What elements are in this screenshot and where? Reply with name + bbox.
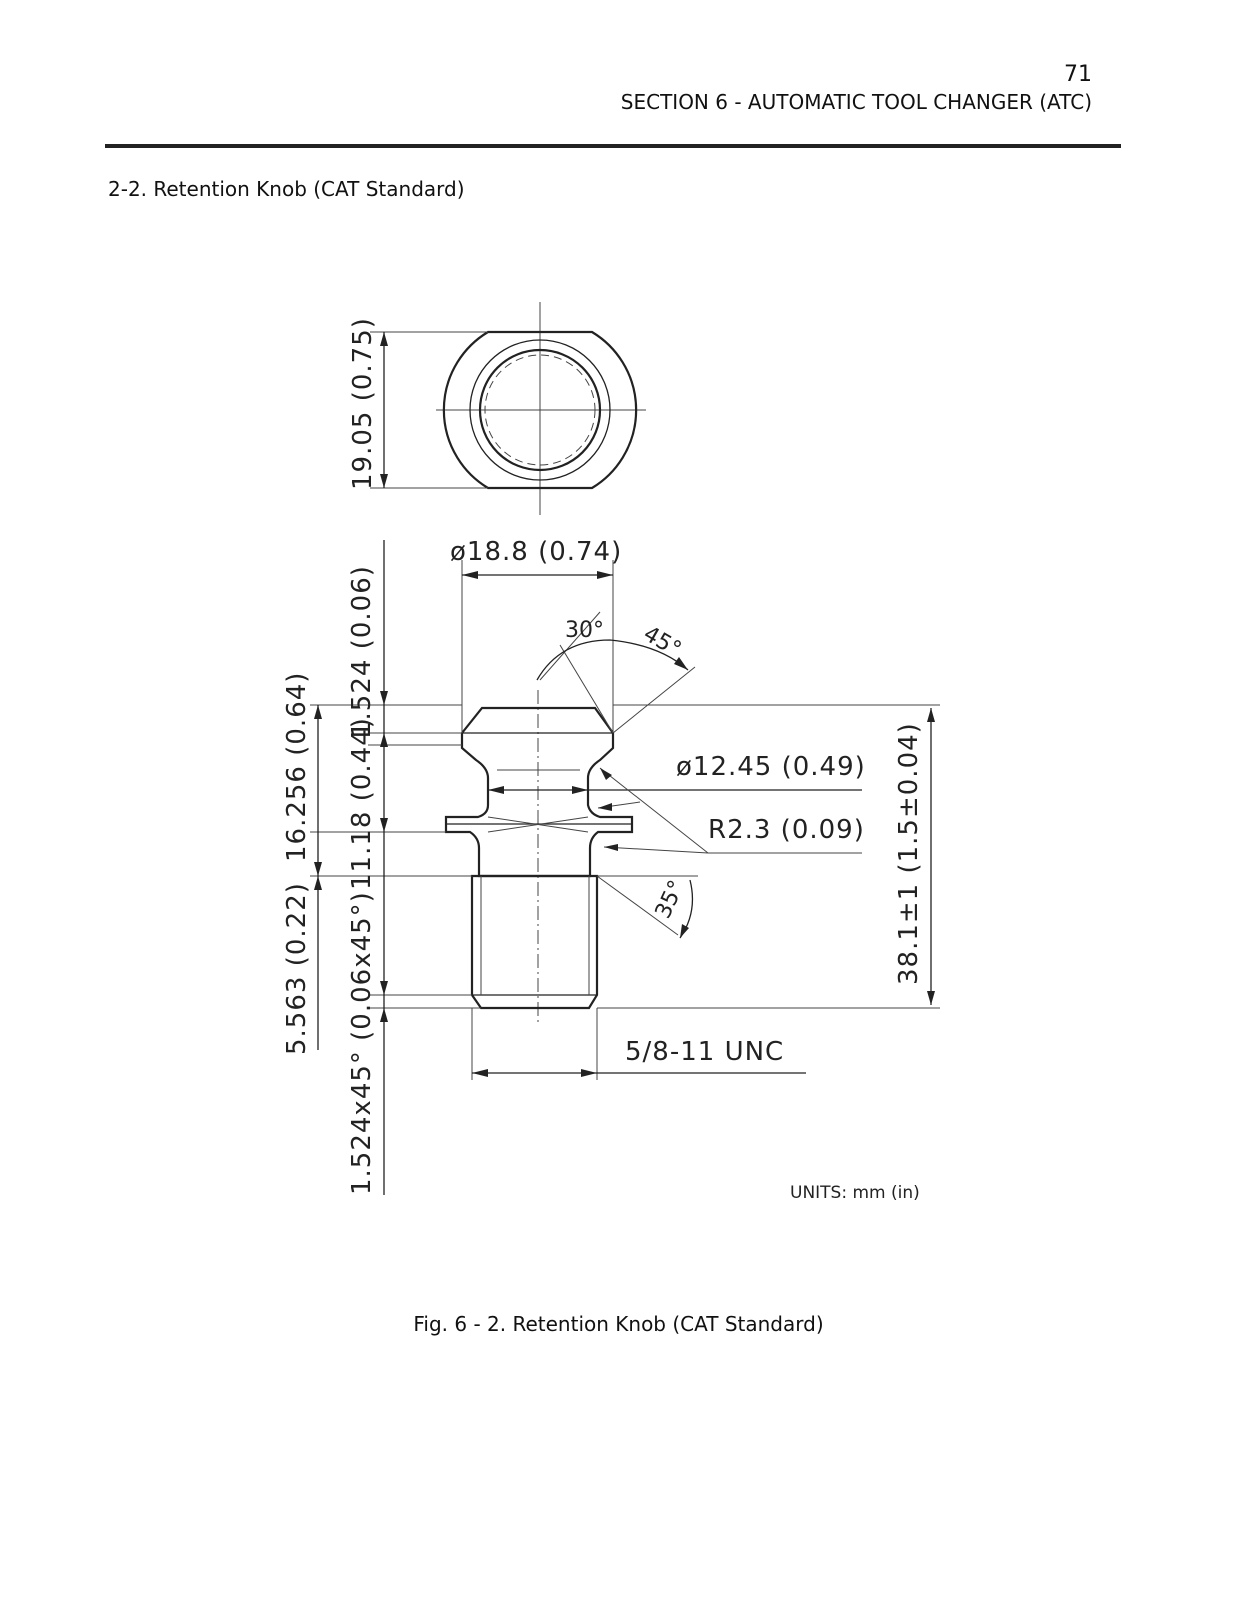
units-note: UNITS: mm (in) xyxy=(790,1183,920,1203)
chamfer-label: 1.524x45° (0.06x45°) xyxy=(347,891,377,1195)
page-number: 71 xyxy=(1064,62,1092,87)
section-title: SECTION 6 - AUTOMATIC TOOL CHANGER (ATC) xyxy=(620,90,1092,114)
head-height-label: 1.524 (0.06) xyxy=(347,565,377,738)
side-view: ø18.8 (0.74) 30° 45° ø12.45 (0.49) R2.3 … xyxy=(282,537,940,1203)
neck-diameter-label: ø12.45 (0.49) xyxy=(676,752,866,782)
angle-45-label: 45° xyxy=(639,622,685,663)
top-view: 19.05 (0.75) xyxy=(348,302,646,515)
flange-diameter-label: ø18.8 (0.74) xyxy=(450,537,622,567)
angle-35-label: 35° xyxy=(651,877,690,923)
angle-30-label: 30° xyxy=(565,618,604,643)
subsection-heading: 2-2. Retention Knob (CAT Standard) xyxy=(108,177,465,201)
upper-length-label: 16.256 (0.64) xyxy=(282,672,312,862)
radius-label: R2.3 (0.09) xyxy=(708,815,865,845)
lower-length-label: 5.563 (0.22) xyxy=(282,882,312,1055)
header-rule xyxy=(105,144,1121,148)
figure-caption: Fig. 6 - 2. Retention Knob (CAT Standard… xyxy=(413,1312,824,1336)
neck-height-label: 11.18 (0.44) xyxy=(347,717,377,890)
thread-label: 5/8-11 UNC xyxy=(625,1037,784,1067)
top-view-width-label: 19.05 (0.75) xyxy=(348,317,378,490)
overall-length-label: 38.1±1 (1.5±0.04) xyxy=(894,722,924,985)
